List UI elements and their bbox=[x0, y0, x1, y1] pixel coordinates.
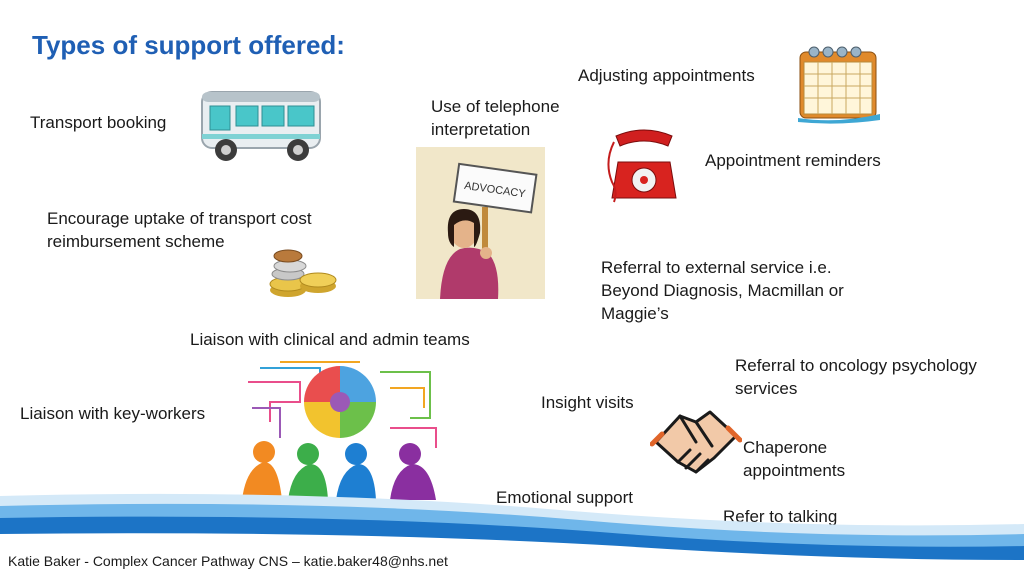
footer-wave-decoration bbox=[0, 493, 1024, 576]
label-line: Referral to oncology psychology bbox=[735, 356, 977, 375]
coins-icon bbox=[269, 249, 337, 297]
label-oncology-psychology: Referral to oncology psychology services bbox=[735, 354, 977, 400]
label-liaison-keyworkers: Liaison with key-workers bbox=[20, 404, 206, 423]
footer-text: Katie Baker - Complex Cancer Pathway CNS… bbox=[8, 553, 448, 569]
label-line: Refer to talking bbox=[723, 507, 838, 526]
label-line: Encourage uptake of transport cost bbox=[47, 209, 312, 228]
advocacy-photo: ADVOCACY bbox=[416, 147, 545, 299]
label-line: Use of telephone bbox=[431, 97, 560, 116]
telephone-icon bbox=[607, 129, 677, 203]
label-line: interpretation bbox=[431, 120, 531, 139]
bus-icon bbox=[201, 91, 321, 161]
collaboration-puzzle-illustration bbox=[242, 361, 437, 500]
label-line: Referral to external service i.e. bbox=[601, 258, 832, 277]
slide-title: Types of support offered: bbox=[32, 30, 345, 60]
label-line: Chaperone bbox=[743, 438, 828, 457]
label-line: appointments bbox=[743, 461, 846, 480]
label-telephone-interpretation: Use of telephone interpretation bbox=[431, 95, 560, 141]
label-external-referral: Referral to external service i.e. Beyond… bbox=[601, 256, 844, 325]
label-insight-visits: Insight visits bbox=[541, 393, 634, 412]
label-line: Beyond Diagnosis, Macmillan or bbox=[601, 281, 844, 300]
calendar-icon bbox=[798, 46, 880, 124]
label-transport-reimbursement: Encourage uptake of transport cost reimb… bbox=[47, 207, 312, 253]
label-transport-booking: Transport booking bbox=[30, 113, 167, 132]
label-chaperone: Chaperone appointments bbox=[743, 436, 845, 482]
handshake-icon bbox=[650, 410, 742, 474]
label-line: Maggie’s bbox=[601, 304, 669, 323]
label-emotional-support: Emotional support bbox=[496, 488, 634, 507]
label-line: reimbursement scheme bbox=[47, 232, 225, 251]
label-liaison-teams: Liaison with clinical and admin teams bbox=[190, 330, 470, 349]
label-adjusting-appointments: Adjusting appointments bbox=[578, 66, 755, 85]
label-appointment-reminders: Appointment reminders bbox=[705, 151, 881, 170]
label-line: services bbox=[735, 379, 798, 398]
